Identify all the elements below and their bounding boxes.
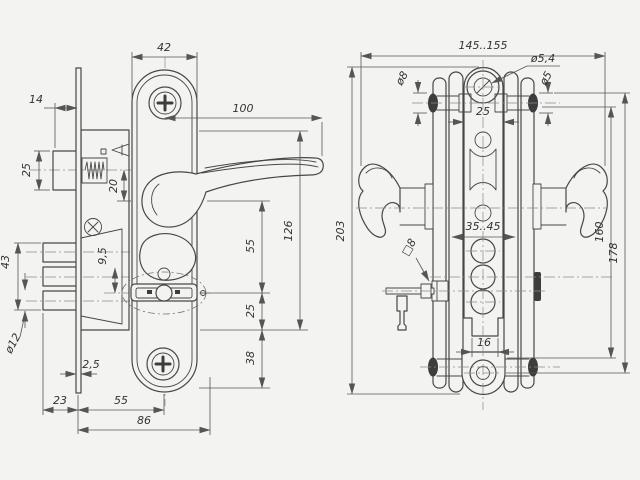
dim-label-86: 86: [137, 414, 151, 427]
dim-label-sq8: □8: [399, 236, 419, 258]
dim-overall-width: 145..155: [360, 39, 606, 166]
dim-label-25-latch: 25: [20, 163, 33, 177]
dim-spindle-square: □8: [399, 236, 430, 282]
dim-fastener-spacing: 160: [507, 106, 616, 359]
dim-label-16: 16: [477, 336, 491, 349]
dim-label-55-right: 55: [244, 239, 257, 253]
dim-label-d8: ø8: [392, 69, 411, 88]
dim-latch-to-handle: 20: [107, 169, 131, 202]
thumbturn: [139, 233, 197, 281]
dim-latch-height: 25: [20, 150, 50, 191]
dim-label-100: 100: [233, 102, 254, 115]
dim-bolts-span: 43: [0, 242, 41, 311]
dim-label-43: 43: [0, 255, 12, 269]
dim-escutcheon-width: 42: [131, 41, 198, 98]
dim-case-depth: 86: [77, 377, 211, 435]
dim-overall-height: 203: [334, 66, 479, 395]
dim-bolt-projection: 23: [42, 313, 79, 434]
dim-label-42: 42: [157, 41, 171, 54]
dim-case-height: 126: [199, 130, 308, 331]
mount-boss-bottom-right: [528, 357, 538, 377]
handle-right-end-view: [532, 163, 608, 238]
dim-right-boss-diameter: ø5: [536, 69, 555, 126]
dim-label-23: 23: [53, 394, 67, 407]
dim-backset: 55: [77, 394, 165, 415]
dim-label-38: 38: [244, 351, 257, 365]
dim-label-145-155: 145..155: [459, 39, 508, 52]
latch-spring: [84, 161, 105, 180]
dim-label-25-chain: 25: [244, 304, 257, 318]
escutcheon-plate: [131, 69, 198, 393]
key-bow: [396, 295, 408, 331]
dim-latch-projection: 14: [29, 93, 78, 148]
handle-left-end-view: [358, 163, 434, 238]
dim-left-boss-diameter: ø8: [392, 69, 427, 126]
front-view-dimensions: 145..155 ø5,4 ø8 ø5 25: [334, 39, 630, 395]
dim-backplate-width: 25: [448, 105, 519, 126]
dim-handle-length: 100: [164, 102, 323, 156]
bottom-screw: [146, 347, 180, 381]
dim-label-14: 14: [29, 93, 43, 106]
dim-label-d5: ø5: [536, 69, 555, 88]
front-view: 145..155 ø5,4 ø8 ø5 25: [334, 39, 630, 410]
case-screw: [84, 218, 102, 236]
faceplate: [75, 67, 82, 394]
dim-door-thickness-range: 35..45: [451, 220, 516, 241]
dim-label-203: 203: [334, 221, 347, 242]
dim-label-d5-4: ø5,4: [530, 52, 555, 65]
dim-keyhole-to-case-bottom: 25: [200, 292, 308, 331]
dim-label-20: 20: [107, 179, 120, 193]
dim-label-2-5: 2,5: [82, 358, 100, 371]
dim-label-178: 178: [607, 243, 620, 264]
lever-handle: [141, 157, 324, 228]
keyhole-cover-right: [534, 272, 541, 301]
dim-screw-hole-diameter: ø5,4: [491, 52, 560, 84]
dim-bolt-to-keyhole: 9,5: [96, 247, 119, 294]
lock-case: [80, 129, 130, 331]
dim-label-25-plate: 25: [476, 105, 490, 118]
dim-handle-to-keyhole: 55: [200, 200, 270, 294]
dim-label-9-5: 9,5: [96, 247, 109, 265]
top-screw: [148, 86, 182, 120]
dim-plate-height: 178: [506, 92, 630, 374]
mount-boss-bottom-left: [428, 357, 438, 377]
dim-label-55-backset: 55: [114, 394, 128, 407]
latch-bolt: [52, 150, 78, 191]
latch-guide-wedge: [111, 143, 130, 157]
latch-housing: [81, 157, 108, 184]
dim-label-35-45: 35..45: [466, 220, 501, 233]
dim-case-bottom-to-plate-bottom: 38: [199, 329, 270, 389]
dim-bolt-diameter: ø12: [2, 273, 29, 356]
spool-cutout: [469, 148, 497, 191]
dim-label-160: 160: [593, 222, 606, 243]
side-view: 42 14 25 20 100: [0, 41, 324, 435]
deadbolts: [42, 242, 78, 311]
dim-faceplate-thickness: 2,5: [60, 358, 100, 378]
dim-label-126: 126: [282, 221, 295, 242]
dim-bottom-tab-width: 16: [456, 336, 514, 357]
